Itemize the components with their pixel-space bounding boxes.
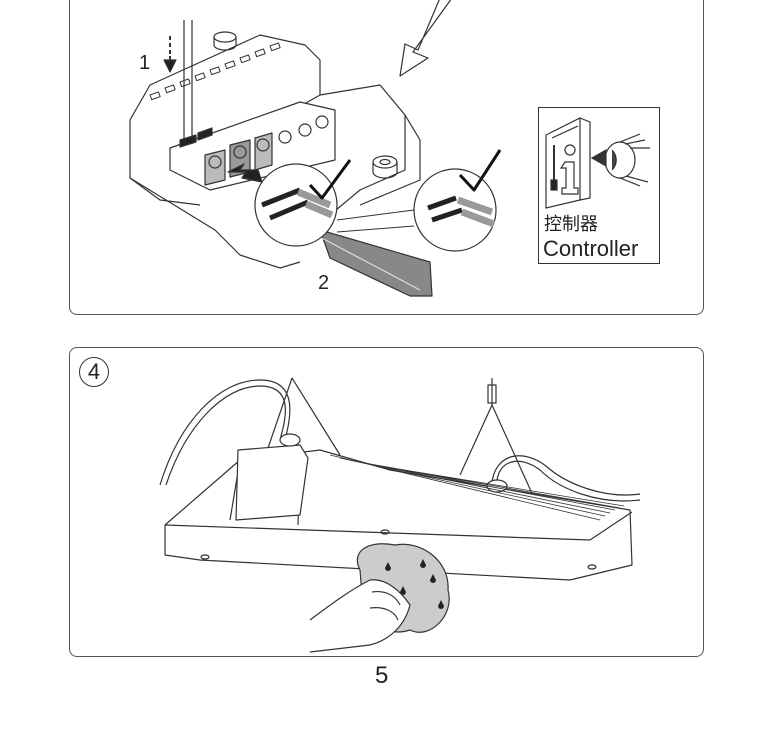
cleaning-instruction-panel bbox=[69, 347, 704, 657]
insert-arrow-icon bbox=[399, 0, 452, 77]
manual-reference-box bbox=[538, 107, 660, 264]
step-2-label: 2 bbox=[318, 272, 330, 294]
step-number-badge: 4 bbox=[79, 357, 109, 387]
controller-label-en: Controller bbox=[543, 236, 639, 261]
step-1-label: 1 bbox=[139, 52, 151, 74]
controller-label-cn: 控制器 bbox=[544, 214, 598, 234]
page-number: 5 bbox=[375, 662, 389, 689]
